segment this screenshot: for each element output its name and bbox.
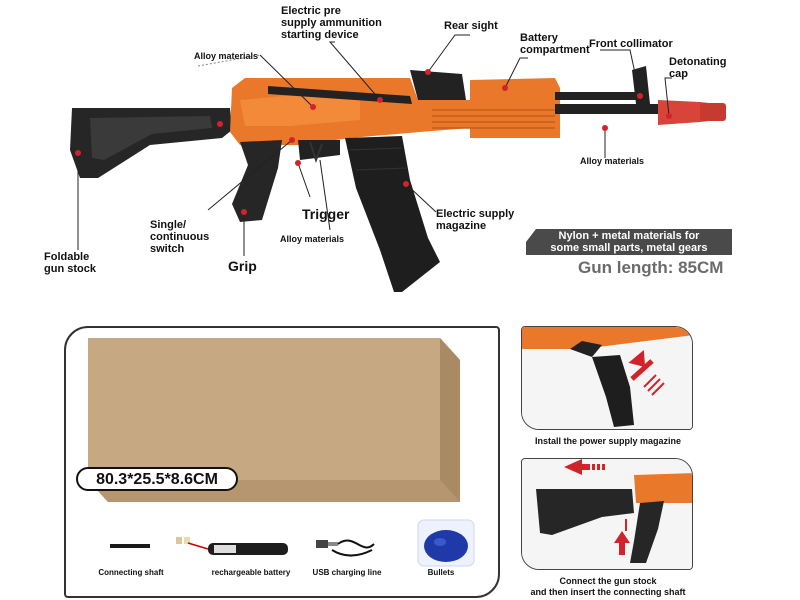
callout-alloy-materials-top: Alloy materials (194, 51, 259, 61)
cardboard-box-image (88, 338, 460, 502)
bullets-image (417, 519, 475, 567)
callout-battery-compartment: Battery compartment (520, 32, 590, 56)
callout-electric-pre-supply: Electric pre supply ammunition starting … (281, 5, 382, 41)
handguard (470, 78, 560, 138)
gun-length: Gun length: 85CM (578, 258, 724, 277)
callout-dot (310, 104, 316, 110)
callout-grip: Grip (228, 258, 257, 274)
callout-trigger: Trigger (302, 206, 350, 222)
usb-cable-image (316, 539, 375, 557)
step-connect-stock-caption: Connect the gun stock and then insert th… (530, 576, 686, 597)
magazine (345, 136, 440, 292)
callout-rear-sight: Rear sight (444, 20, 498, 32)
battery-image (176, 537, 288, 555)
callout-foldable-gun-stock: Foldable gun stock (44, 251, 96, 275)
callout-dot (637, 93, 643, 99)
callout-dot (377, 97, 383, 103)
callout-electric-supply-magazine: Electric supply magazine (436, 208, 515, 232)
callout-detonating-cap: Detonating cap (669, 56, 727, 80)
callout-dot (295, 160, 301, 166)
accessory-label-usb: USB charging line (312, 568, 382, 577)
callout-dot (75, 150, 81, 156)
callout-dot (602, 125, 608, 131)
accessory-label-battery: rechargeable battery (211, 568, 291, 577)
callout-dot (425, 69, 431, 75)
callout-dot (217, 121, 223, 127)
callout-alloy-materials-bottom: Alloy materials (280, 234, 345, 244)
callout-lines (77, 34, 672, 256)
callout-dot (502, 85, 508, 91)
callout-dot (666, 113, 672, 119)
box-dimensions: 80.3*25.5*8.6CM (76, 467, 238, 491)
connecting-shaft-image (110, 544, 150, 548)
callout-front-collimator: Front collimator (589, 38, 673, 50)
pistol-grip (232, 140, 282, 222)
callout-single-continuous-switch: Single/ continuous switch (150, 219, 210, 255)
accessory-label-bullets: Bullets (427, 568, 455, 577)
callout-dot (403, 181, 409, 187)
materials-banner: Nylon + metal materials for some small p… (526, 229, 732, 255)
step-install-magazine-image (521, 326, 693, 430)
callout-dot (289, 137, 295, 143)
step-connect-stock-image (521, 458, 693, 570)
step-install-magazine-caption: Install the power supply magazine (534, 436, 682, 446)
gun-illustration (70, 66, 726, 292)
accessory-label-connecting-shaft: Connecting shaft (98, 568, 164, 577)
callout-dot (241, 209, 247, 215)
callout-alloy-materials-right: Alloy materials (580, 156, 645, 166)
